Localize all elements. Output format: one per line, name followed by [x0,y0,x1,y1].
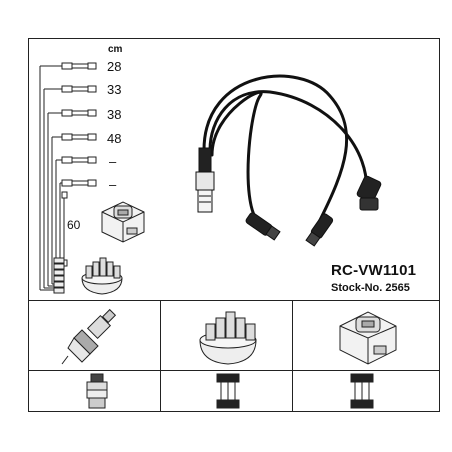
length-38: 38 [107,107,122,122]
length-33: 33 [107,82,122,97]
straight-boot-icon [86,373,108,409]
distributor-cap-icon [81,257,123,295]
length-28: 28 [107,59,122,74]
lead-row-3 [61,109,97,117]
length-dash-2: – [109,177,117,192]
product-code: RC-VW1101 [331,262,417,279]
cap-terminal-icon [216,373,240,409]
ignition-coil-icon [101,201,145,243]
distributor-cap-icon-large [199,311,257,365]
plug-ends-stack [53,257,65,294]
coil-terminal-icon [350,373,374,409]
spark-plug-icon [61,308,117,365]
lead-row-5 [61,156,97,164]
lead-row-6 [61,179,97,187]
divider-top [28,300,440,301]
lead-row-1 [61,62,97,70]
stock-number: Stock-No. 2565 [331,282,410,294]
long-plug-boot [195,147,215,213]
angled-boot [356,175,382,211]
divider-col-1 [160,300,161,412]
unit-label: cm [108,44,123,55]
divider-col-2 [292,300,293,412]
coil-boot-left [245,212,281,241]
diagram-frame [28,38,440,412]
coil-boot-right [305,213,334,247]
length-dash-1: – [109,154,117,169]
ignition-coil-icon-large [339,311,397,365]
lead-row-4 [61,133,97,141]
lead-row-2 [61,85,97,93]
length-60: 60 [67,218,81,232]
length-48: 48 [107,131,122,146]
divider-bottom [28,370,440,371]
